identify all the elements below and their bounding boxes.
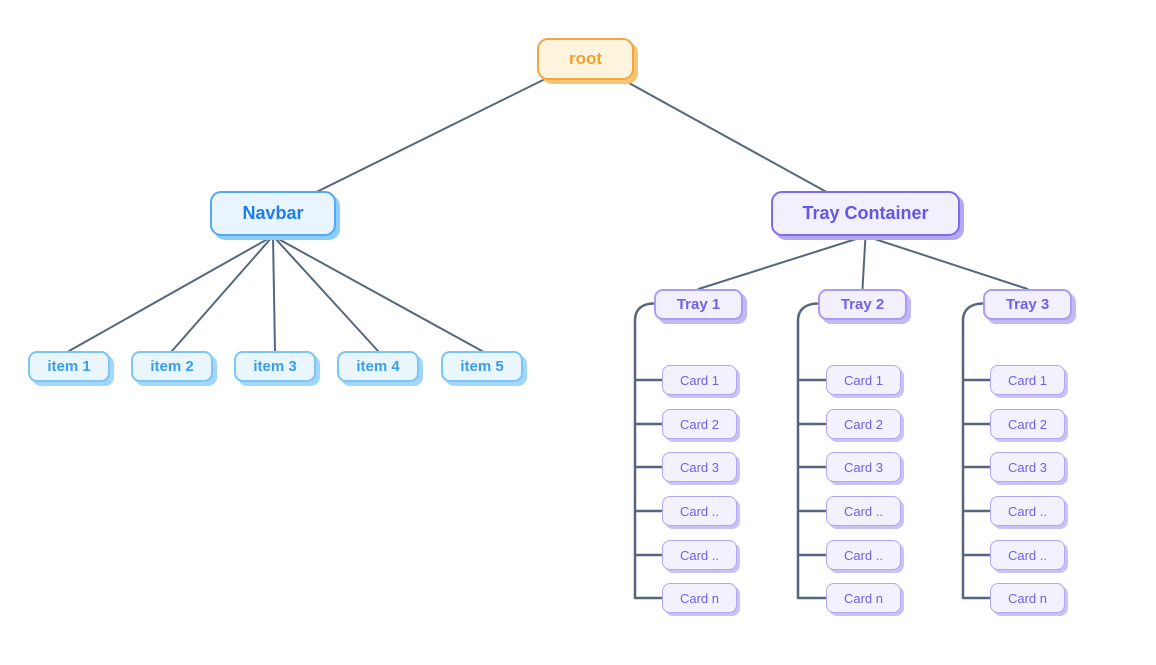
edge-tray-container-tray-3 (864, 235, 1029, 290)
bracket-tray-2 (796, 302, 828, 600)
node-tray-3[interactable]: Tray 3 (983, 289, 1072, 320)
node-item-2[interactable]: item 2 (131, 351, 213, 382)
edge-tray-container-tray-2 (861, 235, 867, 290)
node-tray-3-card-1[interactable]: Card 1 (990, 365, 1065, 395)
node-tray-1-card-2[interactable]: Card 2 (662, 409, 737, 439)
edge-navbar-item-4 (272, 235, 379, 352)
edge-root-navbar (272, 58, 587, 215)
node-tray-3-card-6[interactable]: Card n (990, 583, 1065, 613)
node-tray-1[interactable]: Tray 1 (654, 289, 743, 320)
node-tray-3-card-4[interactable]: Card .. (990, 496, 1065, 526)
node-tray-2-card-6[interactable]: Card n (826, 583, 901, 613)
node-tray-container[interactable]: Tray Container (771, 191, 960, 236)
node-item-4[interactable]: item 4 (337, 351, 419, 382)
node-tray-2-card-2[interactable]: Card 2 (826, 409, 901, 439)
node-tray-1-card-6[interactable]: Card n (662, 583, 737, 613)
node-item-1[interactable]: item 1 (28, 351, 110, 382)
node-navbar[interactable]: Navbar (210, 191, 336, 236)
node-tray-3-card-3[interactable]: Card 3 (990, 452, 1065, 482)
node-tray-2-card-3[interactable]: Card 3 (826, 452, 901, 482)
node-tray-2-card-4[interactable]: Card .. (826, 496, 901, 526)
node-item-5[interactable]: item 5 (441, 351, 523, 382)
edge-navbar-item-1 (68, 235, 274, 352)
edge-root-tray-container (584, 58, 867, 215)
node-tray-2[interactable]: Tray 2 (818, 289, 907, 320)
node-tray-3-card-5[interactable]: Card .. (990, 540, 1065, 570)
bracket-tray-1 (633, 302, 664, 600)
node-tray-1-card-5[interactable]: Card .. (662, 540, 737, 570)
node-tray-2-card-5[interactable]: Card .. (826, 540, 901, 570)
node-tray-2-card-1[interactable]: Card 1 (826, 365, 901, 395)
edge-navbar-item-3 (272, 235, 276, 352)
node-tray-1-card-1[interactable]: Card 1 (662, 365, 737, 395)
node-tray-1-card-4[interactable]: Card .. (662, 496, 737, 526)
bracket-tray-3 (961, 302, 992, 600)
node-tray-1-card-3[interactable]: Card 3 (662, 452, 737, 482)
edge-navbar-item-2 (171, 235, 274, 352)
node-root[interactable]: root (537, 38, 634, 80)
node-tray-3-card-2[interactable]: Card 2 (990, 409, 1065, 439)
node-item-3[interactable]: item 3 (234, 351, 316, 382)
edge-navbar-item-5 (272, 235, 483, 352)
edge-tray-container-tray-1 (697, 235, 867, 290)
